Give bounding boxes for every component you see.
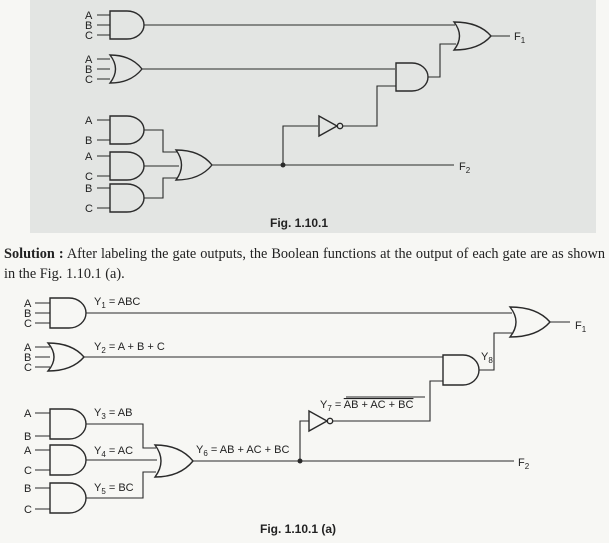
label-y2: Y2 = A + B + C: [94, 341, 165, 355]
top-g3-input-b: B: [85, 135, 92, 147]
labeled-or-gate-2: [46, 342, 85, 372]
top-g5-input-c: C: [85, 203, 93, 215]
label-y4: Y4 = AC: [94, 445, 133, 459]
bottom-g4-input-a: A: [24, 445, 32, 457]
labeled-and-gate-1: [49, 297, 87, 329]
and-gate-1: [109, 10, 145, 40]
bottom-output-f1: F1: [575, 320, 587, 334]
and-gate-8: [395, 62, 429, 92]
top-g1-input-a: A: [85, 10, 93, 22]
labeled-and-gate-4: [49, 444, 87, 476]
or-gate-1: [108, 54, 143, 84]
bottom-g4-input-c: C: [24, 465, 32, 477]
labeled-and-gate-3: [49, 408, 87, 440]
top-g1-input-c: C: [85, 30, 93, 42]
wires-top: [97, 14, 510, 209]
wires-bottom: [35, 302, 570, 510]
bottom-g2-input-c: C: [24, 362, 32, 374]
circuit-diagram-top: A B C A B C A B A C B C F1 F2 Fig. 1.10.…: [85, 10, 526, 230]
labeled-and-gate-5: [49, 482, 87, 514]
top-g4-input-a: A: [85, 151, 93, 163]
or-gate-6: [174, 149, 213, 181]
bottom-output-f2: F2: [518, 457, 530, 471]
not-gate-7: [318, 114, 339, 138]
bottom-figure-caption: Fig. 1.10.1 (a): [260, 522, 336, 536]
top-figure-caption: Fig. 1.10.1: [270, 216, 328, 230]
bottom-g5-input-b: B: [24, 483, 31, 495]
label-y5: Y5 = BC: [94, 482, 134, 496]
top-g4-input-c: C: [85, 171, 93, 183]
top-output-f1: F1: [514, 31, 526, 45]
and-gate-5: [109, 183, 145, 213]
bottom-g2-input-a: A: [24, 342, 32, 354]
solution-body: After labeling the gate outputs, the Boo…: [4, 246, 605, 282]
labeled-or-gate-6: [153, 444, 194, 478]
label-y1: Y1 = ABC: [94, 296, 140, 310]
solution-paragraph: Solution : After labeling the gate outpu…: [4, 244, 605, 284]
top-g3-input-a: A: [85, 115, 93, 127]
or-gate-final: [452, 21, 492, 51]
top-g1-input-b: B: [85, 20, 92, 32]
label-y6: Y6 = AB + AC + BC: [196, 444, 289, 458]
bottom-g2-input-b: B: [24, 352, 31, 364]
labeled-or-gate-final: [508, 306, 551, 338]
top-output-f2: F2: [459, 161, 471, 175]
bottom-g3-input-b: B: [24, 431, 31, 443]
labeled-and-gate-8: [442, 354, 480, 386]
top-g5-input-b: B: [85, 183, 92, 195]
labeled-not-gate-7-bubble: [326, 417, 334, 425]
solution-heading: Solution :: [4, 246, 64, 262]
not-gate-7-bubble: [336, 122, 344, 130]
top-g2-input-c: C: [85, 74, 93, 86]
top-g2-input-b: B: [85, 64, 92, 76]
bottom-g1-input-b: B: [24, 308, 31, 320]
and-gate-3: [109, 115, 145, 145]
label-y8: Y8: [481, 351, 493, 365]
and-gate-4: [109, 151, 145, 181]
labeled-not-gate-7: [308, 409, 329, 433]
bottom-g1-input-c: C: [24, 318, 32, 330]
bottom-g1-input-a: A: [24, 298, 32, 310]
bottom-g3-input-a: A: [24, 408, 32, 420]
top-g2-input-a: A: [85, 54, 93, 66]
label-y3: Y3 = AB: [94, 407, 132, 421]
label-y7: Y7 = AB + AC + BC: [320, 399, 413, 413]
bottom-g5-input-c: C: [24, 504, 32, 516]
